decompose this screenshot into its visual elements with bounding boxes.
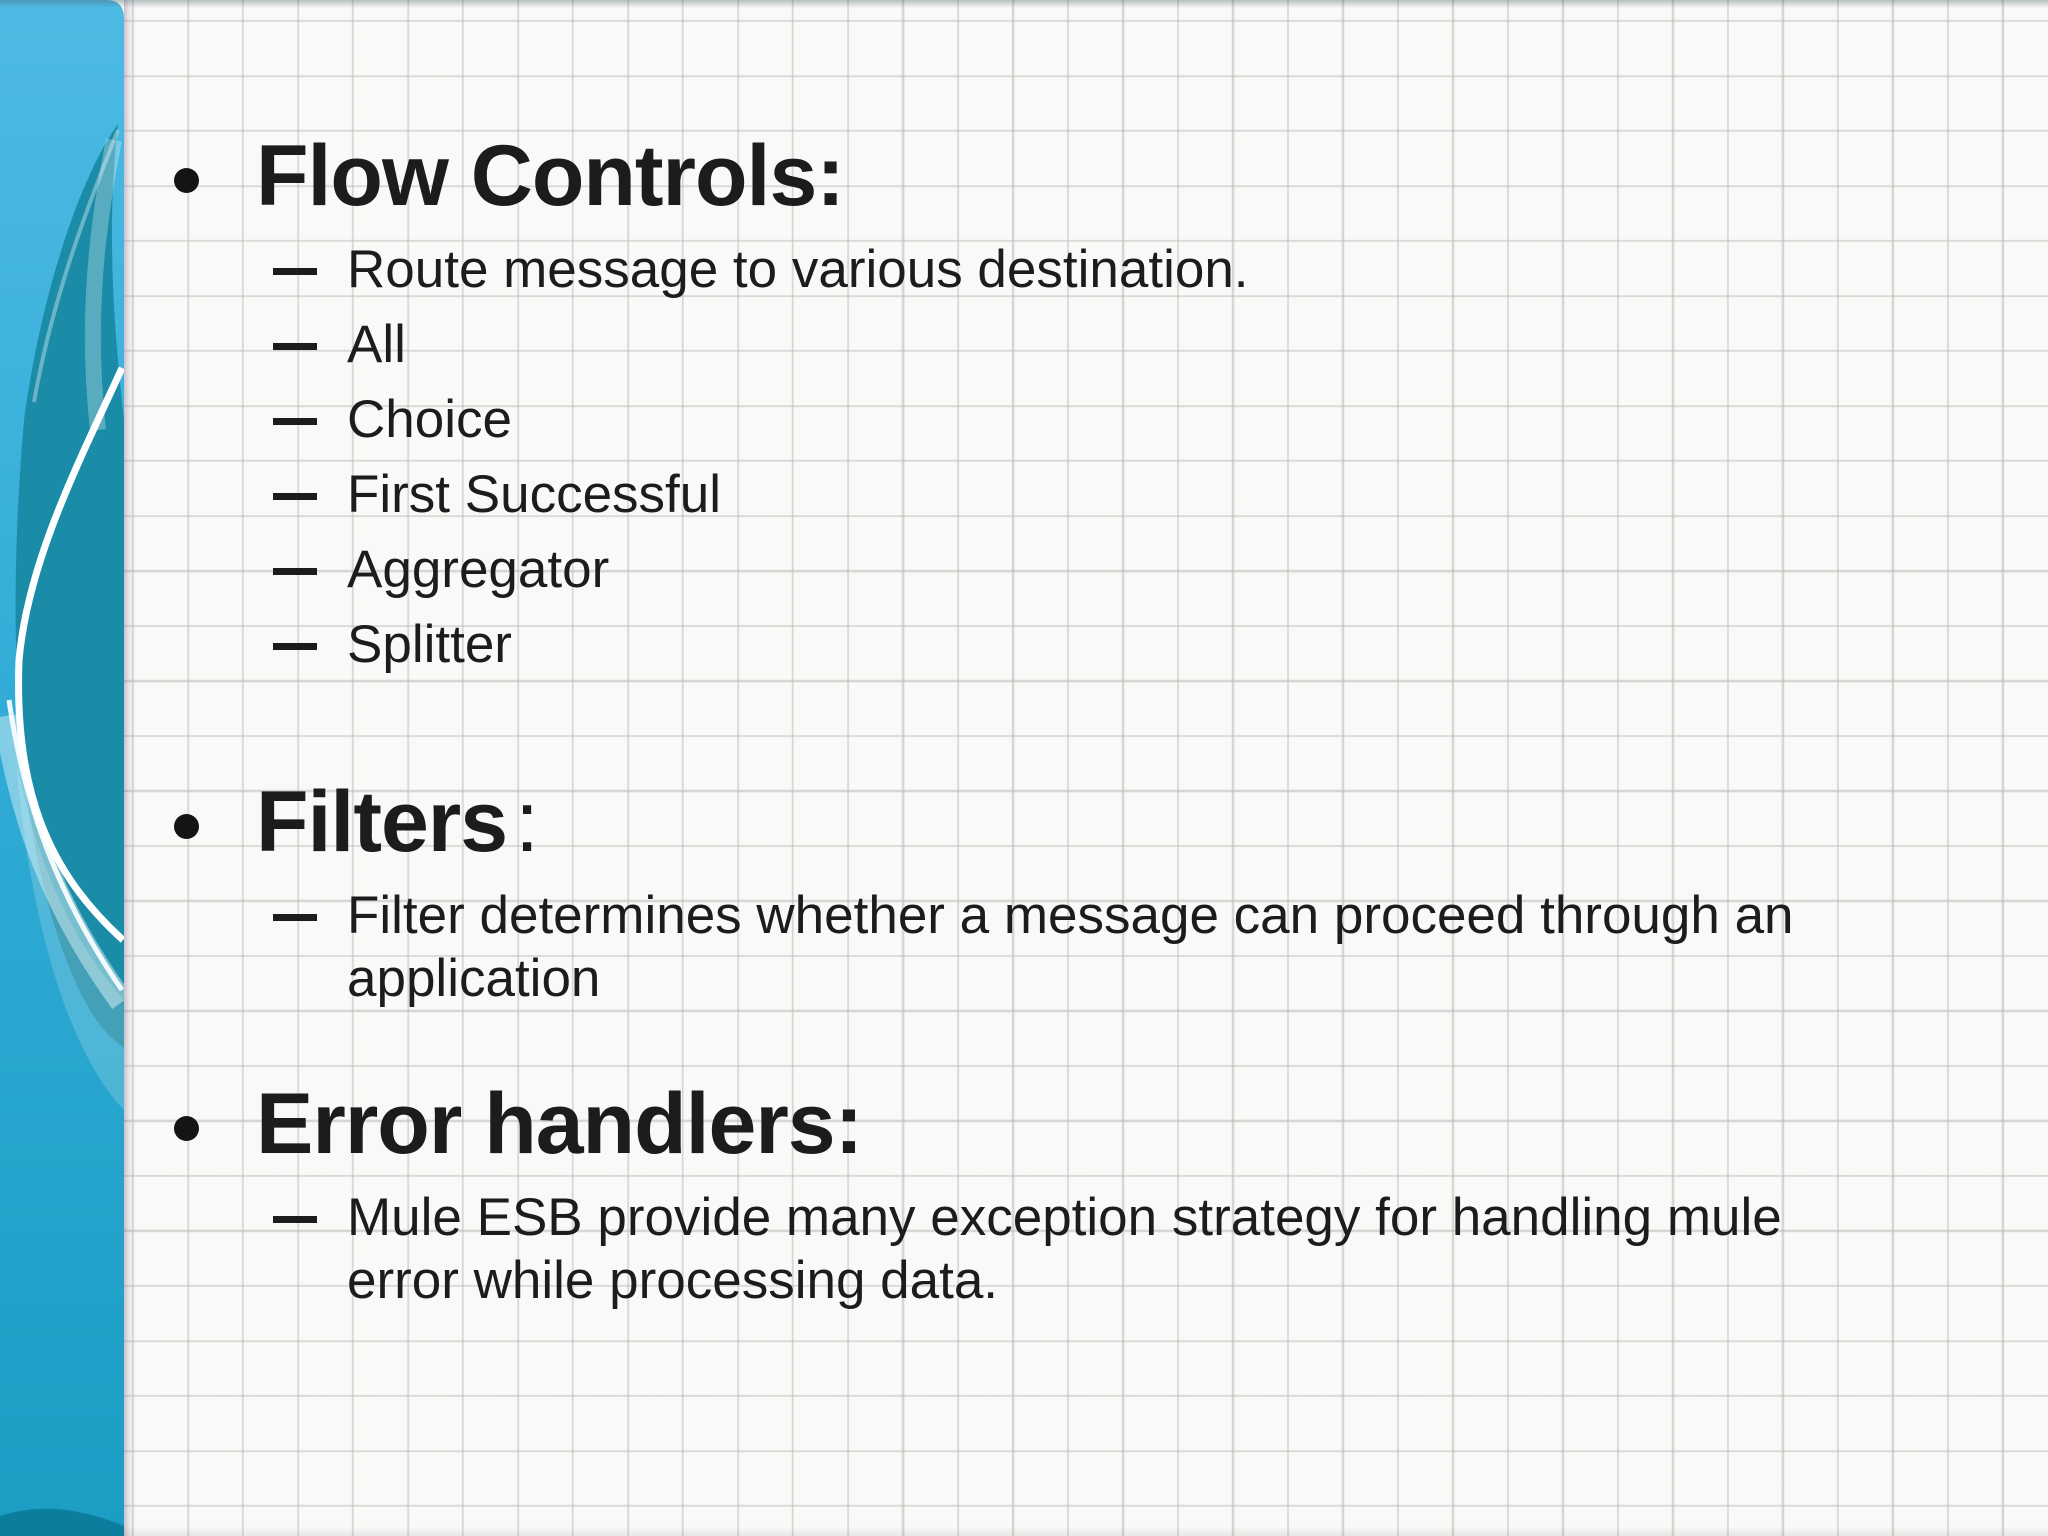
list-item: Splitter [160, 613, 1794, 676]
list-item: Route message to various destination. [160, 238, 1794, 301]
list-item-text: Aggregator [347, 538, 609, 601]
bullet-section: Error handlers: Mule ESB provide many exc… [160, 1074, 1794, 1312]
text-line: First Successful [347, 465, 722, 524]
bottom-edge-shadow [124, 1526, 2048, 1536]
sidebar-edge-shadow [124, 0, 136, 1536]
list-item: Choice [160, 388, 1794, 451]
dash-bullet-icon [273, 914, 317, 921]
sidebar-swirl-graphic [0, 0, 124, 1536]
text-line: Filter determines whether a message can … [347, 886, 1794, 945]
section-heading-text: Filters: [256, 772, 539, 872]
list-item-text: Filter determines whether a message can … [347, 884, 1794, 1010]
list-item: Mule ESB provide many exception strategy… [160, 1186, 1794, 1312]
top-edge-shadow [0, 0, 2048, 8]
section-heading: Filters: [160, 772, 1794, 872]
list-item-text: Mule ESB provide many exception strategy… [347, 1186, 1782, 1312]
section-heading-colon: : [515, 774, 539, 870]
text-line: Route message to various destination. [347, 240, 1249, 299]
text-line: error while processing data. [347, 1251, 999, 1310]
bullet-icon [174, 168, 199, 193]
section-heading: Error handlers: [160, 1074, 1794, 1174]
list-item: Aggregator [160, 538, 1794, 601]
section-heading-bold: Flow Controls: [256, 128, 845, 224]
dash-bullet-icon [273, 1216, 317, 1223]
section-heading-bold: Filters [256, 774, 508, 870]
dash-bullet-icon [273, 568, 317, 575]
dash-bullet-icon [273, 493, 317, 500]
section-heading-text: Error handlers: [256, 1074, 863, 1174]
list-item-text: Choice [347, 388, 512, 451]
list-item-text: All [347, 313, 406, 376]
text-line: Splitter [347, 615, 512, 674]
list-item: All [160, 313, 1794, 376]
bullet-section: Filters: Filter determines whether a mess… [160, 772, 1794, 1010]
list-item-text: First Successful [347, 463, 721, 526]
text-line: All [347, 315, 406, 374]
dash-bullet-icon [273, 343, 317, 350]
list-item: First Successful [160, 463, 1794, 526]
text-line: application [347, 949, 601, 1008]
text-line: Aggregator [347, 540, 610, 599]
bullet-icon [174, 814, 199, 839]
list-item: Filter determines whether a message can … [160, 884, 1794, 1010]
slide-content: Flow Controls: Route message to various d… [160, 0, 1794, 1324]
list-item-text: Route message to various destination. [347, 238, 1249, 301]
sidebar-swirl-svg [0, 0, 124, 1536]
text-line: Choice [347, 390, 512, 449]
bullet-icon [174, 1116, 199, 1141]
bullet-section: Flow Controls: Route message to various d… [160, 126, 1794, 676]
section-heading-text: Flow Controls: [256, 126, 845, 226]
section-heading-bold: Error handlers: [256, 1076, 863, 1172]
dash-bullet-icon [273, 643, 317, 650]
dash-bullet-icon [273, 268, 317, 275]
text-line: Mule ESB provide many exception strategy… [347, 1188, 1782, 1247]
section-heading: Flow Controls: [160, 126, 1794, 226]
dash-bullet-icon [273, 418, 317, 425]
list-item-text: Splitter [347, 613, 512, 676]
